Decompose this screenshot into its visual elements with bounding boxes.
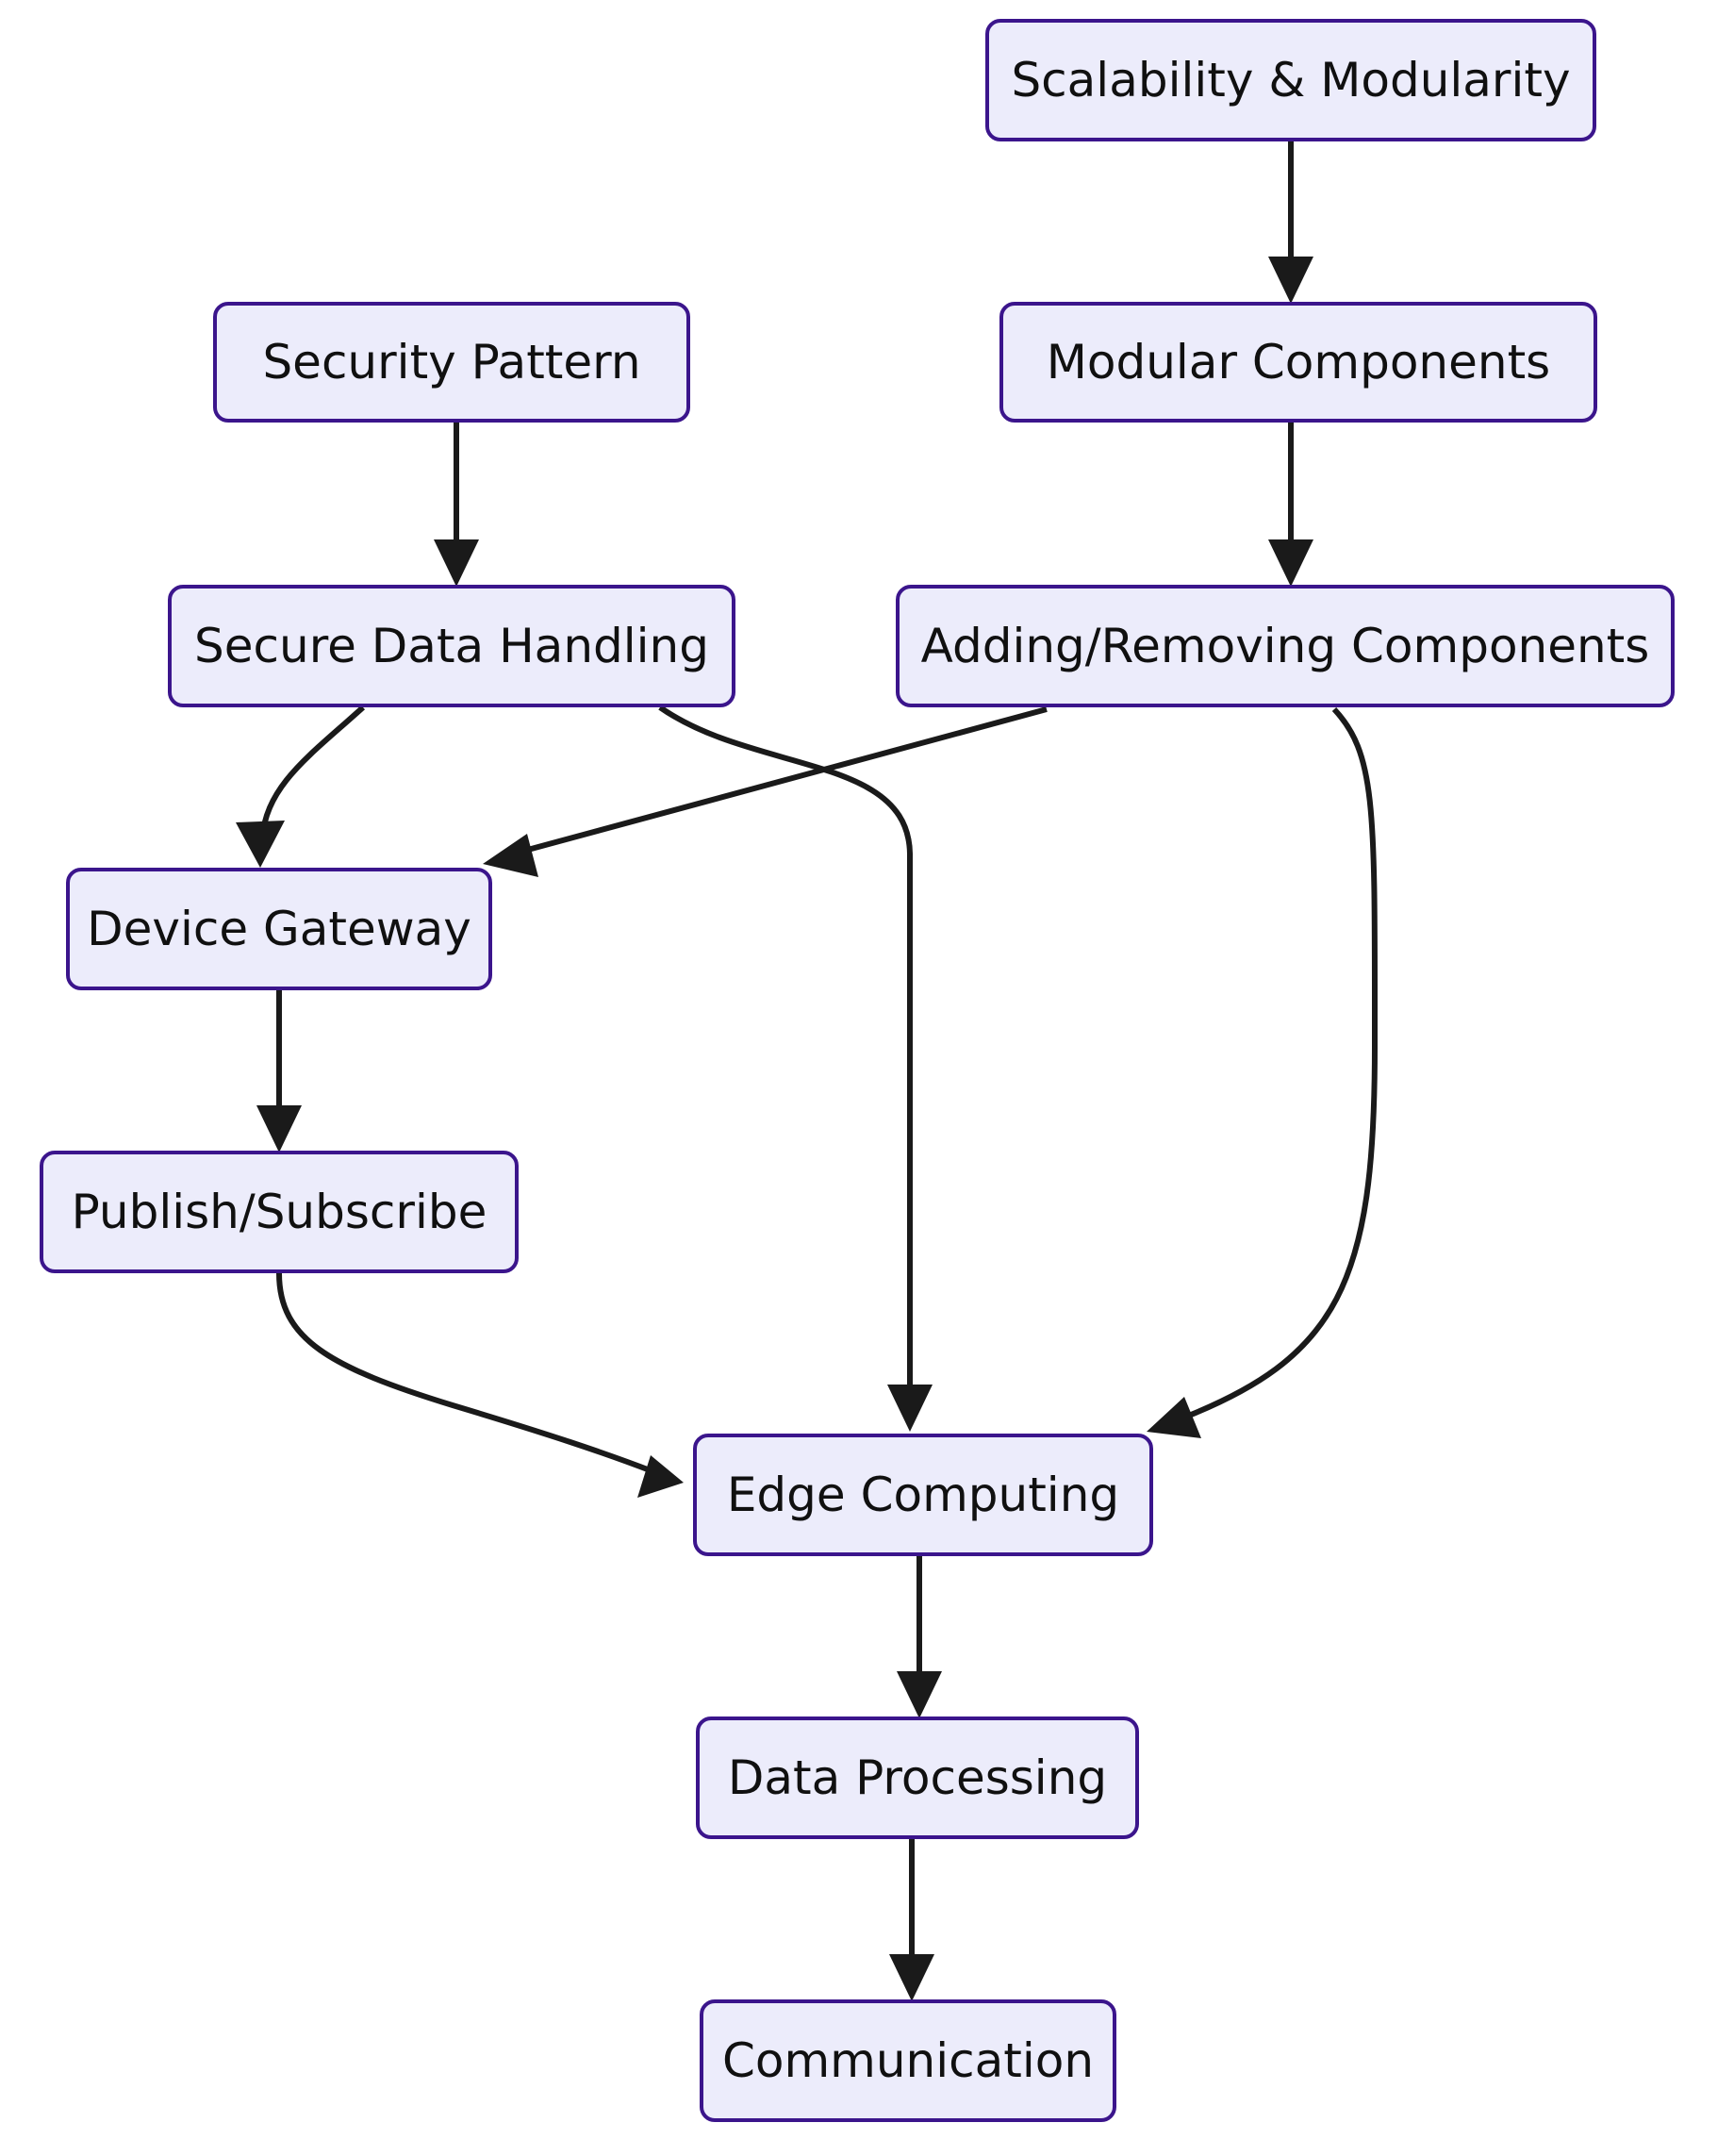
edge-device-gateway-to-pubsub bbox=[256, 990, 302, 1153]
node-scalability[interactable]: Scalability & Modularity bbox=[985, 19, 1596, 141]
edge-adding-removing-to-device-gateway bbox=[483, 706, 1048, 877]
node-data-processing[interactable]: Data Processing bbox=[696, 1717, 1139, 1839]
edge-modular-to-adding-removing bbox=[1268, 423, 1313, 587]
edge-secure-data-to-device-gateway bbox=[236, 705, 366, 868]
node-adding-removing-components[interactable]: Adding/Removing Components bbox=[896, 585, 1675, 707]
node-communication[interactable]: Communication bbox=[700, 1999, 1116, 2122]
edge-adding-removing-to-edge-computing bbox=[1147, 706, 1379, 1438]
edge-pubsub-to-edge-computing bbox=[276, 1272, 684, 1498]
node-secure-data-handling[interactable]: Secure Data Handling bbox=[168, 585, 735, 707]
edge-scalability-to-modular bbox=[1268, 141, 1313, 304]
node-security-pattern[interactable]: Security Pattern bbox=[213, 302, 690, 423]
node-label: Security Pattern bbox=[262, 335, 641, 390]
node-label: Adding/Removing Components bbox=[920, 619, 1650, 673]
node-label: Device Gateway bbox=[87, 902, 471, 956]
node-label: Communication bbox=[721, 2033, 1095, 2088]
node-publish-subscribe[interactable]: Publish/Subscribe bbox=[40, 1151, 519, 1273]
node-label: Modular Components bbox=[1046, 335, 1551, 390]
edge-data-processing-to-communication bbox=[889, 1839, 934, 2001]
node-edge-computing[interactable]: Edge Computing bbox=[693, 1434, 1153, 1556]
node-label: Edge Computing bbox=[726, 1468, 1120, 1522]
node-label: Data Processing bbox=[727, 1750, 1108, 1805]
edge-secure-data-to-edge-computing bbox=[658, 705, 933, 1432]
node-device-gateway[interactable]: Device Gateway bbox=[66, 868, 492, 990]
node-modular-components[interactable]: Modular Components bbox=[999, 302, 1597, 423]
edge-edge-computing-to-data-processing bbox=[897, 1556, 942, 1718]
node-label: Scalability & Modularity bbox=[1011, 53, 1571, 108]
node-label: Secure Data Handling bbox=[194, 619, 709, 673]
edge-security-to-secure-data bbox=[434, 423, 479, 587]
node-label: Publish/Subscribe bbox=[71, 1185, 487, 1239]
